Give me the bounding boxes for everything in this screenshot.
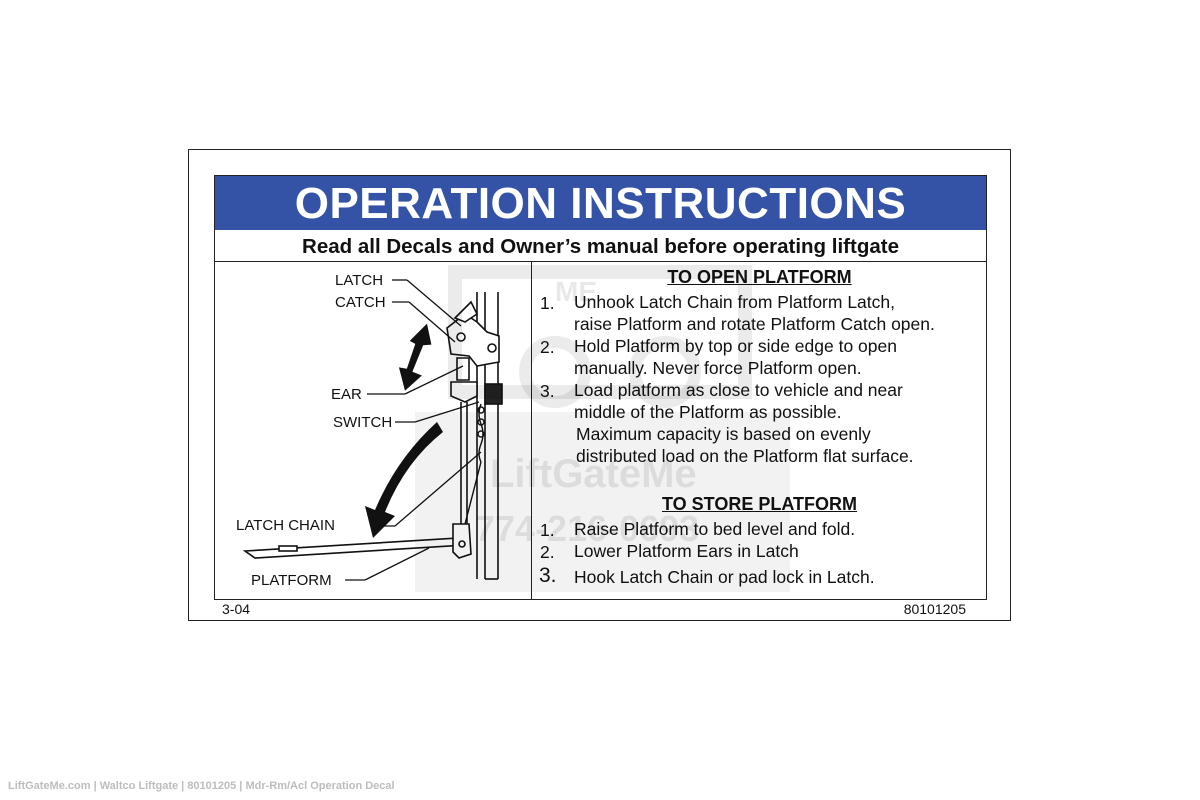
label-switch: SWITCH: [333, 414, 392, 431]
platform-drawing: [242, 523, 472, 559]
part-number: 80101205: [903, 601, 966, 617]
rotate-arrow-small: [398, 323, 432, 391]
label-ear: EAR: [331, 386, 362, 403]
step-number: 3.: [539, 564, 557, 587]
step-line: Raise Platform to bed level and fold.: [574, 519, 856, 539]
column-divider: [531, 262, 532, 599]
capacity-note-line-2: distributed load on the Platform flat su…: [576, 446, 914, 466]
store-platform-heading: TO STORE PLATFORM: [661, 494, 857, 514]
open-platform-heading: TO OPEN PLATFORM: [667, 267, 852, 287]
step-line: Load platform as close to vehicle and ne…: [574, 380, 903, 400]
label-latch-chain: LATCH CHAIN: [236, 517, 335, 534]
step-number: 1.: [540, 520, 555, 540]
step-line: raise Platform and rotate Platform Catch…: [574, 314, 935, 334]
step-line: manually. Never force Platform open.: [574, 358, 862, 378]
label-catch: CATCH: [335, 294, 386, 311]
decal-title: OPERATION INSTRUCTIONS: [215, 176, 986, 230]
step-line: middle of the Platform as possible.: [574, 402, 842, 422]
label-latch: LATCH: [335, 272, 383, 289]
step-number: 2.: [540, 542, 555, 562]
step-line: Lower Platform Ears in Latch: [574, 541, 799, 561]
decal-inner-frame: OPERATION INSTRUCTIONS Read all Decals a…: [214, 175, 987, 600]
step-line: Hook Latch Chain or pad lock in Latch.: [574, 567, 875, 587]
decal-subtitle: Read all Decals and Owner’s manual befor…: [215, 232, 986, 262]
capacity-note-line-1: Maximum capacity is based on evenly: [576, 424, 871, 444]
step-line: Unhook Latch Chain from Platform Latch,: [574, 292, 895, 312]
label-platform: PLATFORM: [251, 572, 332, 589]
date-code: 3-04: [222, 601, 251, 617]
liftgate-diagram-drawing: LATCH CATCH EAR SWITCH LATCH CHAIN PLATF…: [236, 272, 503, 589]
step-number: 1.: [540, 293, 555, 313]
step-line: Hold Platform by top or side edge to ope…: [574, 336, 897, 356]
latch-mechanism: [446, 300, 503, 405]
liftgate-diagram: LATCH CATCH EAR SWITCH LATCH CHAIN PLATF…: [215, 262, 531, 599]
step-number: 2.: [540, 337, 555, 357]
leader-lines: [345, 279, 482, 581]
page-caption: LiftGateMe.com | Waltco Liftgate | 80101…: [8, 780, 395, 792]
fold-arrow-large: [365, 422, 443, 538]
step-number: 3.: [540, 381, 555, 401]
operation-decal: OPERATION INSTRUCTIONS Read all Decals a…: [188, 149, 1011, 621]
instructions-panel: TO OPEN PLATFORM 1. Unhook Latch Chain f…: [533, 262, 986, 599]
